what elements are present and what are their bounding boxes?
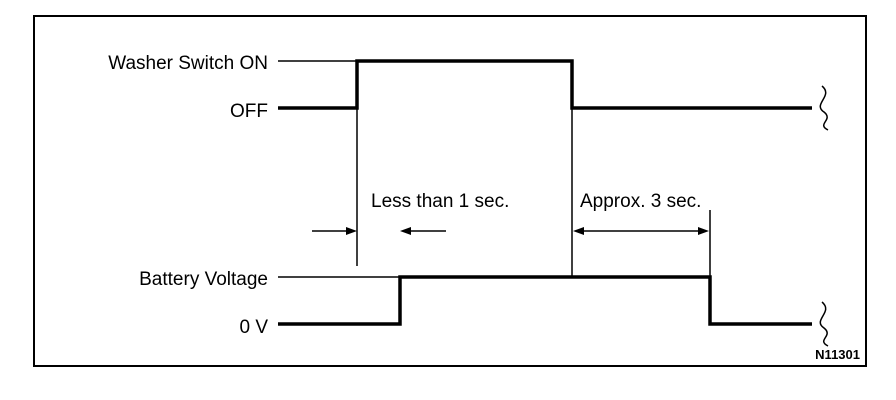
delay-arrow-right [400, 227, 411, 235]
washer-switch-trace [278, 59, 812, 110]
battery-voltage-waveform [278, 275, 829, 347]
figure-code: N11301 [815, 347, 860, 362]
label-washer-switch-off: OFF [230, 101, 268, 122]
washer-break-mark [819, 85, 829, 131]
battery-voltage-trace [278, 275, 812, 326]
delay-arrow-left [346, 227, 357, 235]
label-washer-switch-on: Washer Switch ON [108, 53, 268, 74]
hold-label: Approx. 3 sec. [580, 191, 701, 212]
hold-arrow-left [573, 227, 584, 235]
delay-label: Less than 1 sec. [371, 191, 509, 212]
diagram-frame [33, 15, 867, 367]
battery-break-mark [819, 301, 829, 347]
washer-switch-waveform [278, 59, 829, 131]
label-zero-volt: 0 V [239, 317, 268, 338]
label-battery-voltage: Battery Voltage [139, 269, 268, 290]
hold-arrow-right [698, 227, 709, 235]
delay-dimension [312, 227, 446, 235]
hold-dimension [573, 227, 709, 235]
